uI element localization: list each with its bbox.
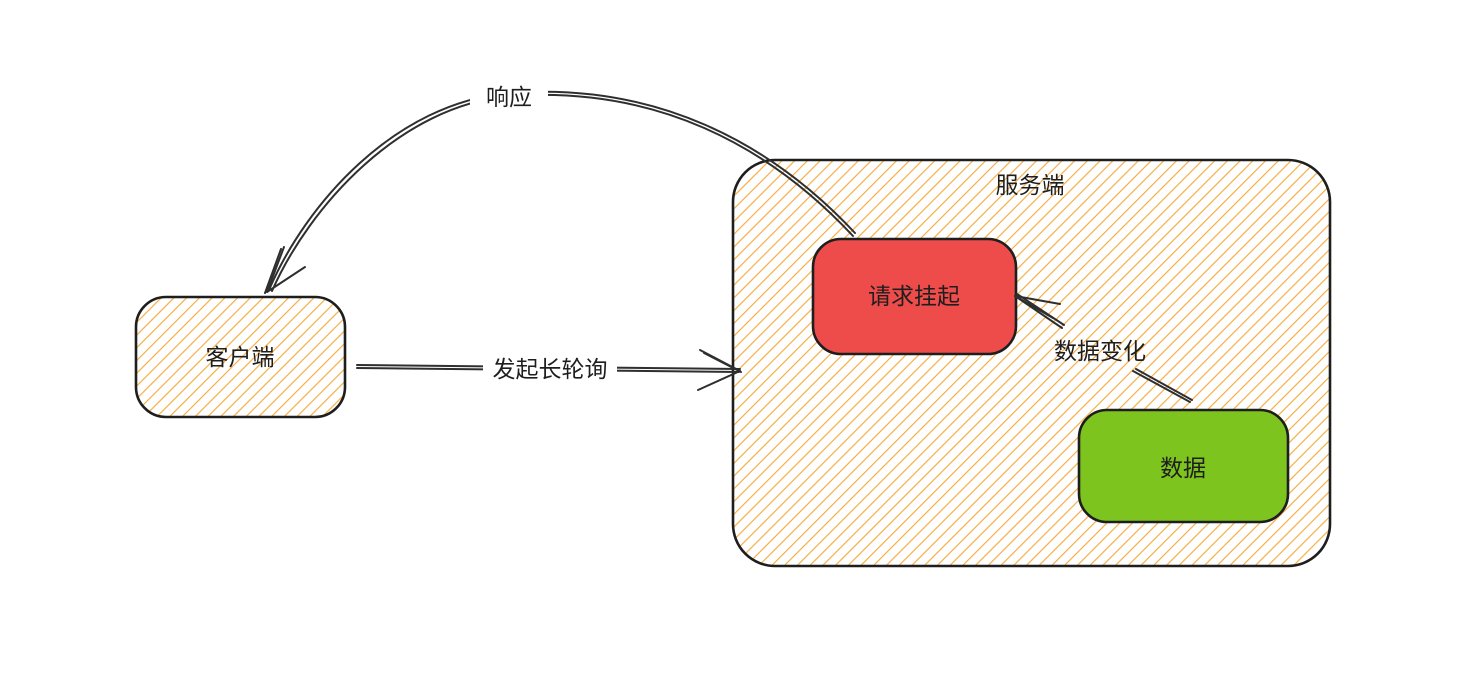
response-arrowhead-3 [266,266,306,293]
response-arrowhead-2 [264,248,282,294]
data-change-tail-2 [1135,368,1193,401]
client-node: 客户端 [134,295,347,419]
response-arrowhead [266,246,285,293]
data-change-shaft-2 [1016,293,1065,326]
data-box [1077,408,1290,524]
response-label-mask [470,78,548,116]
response-label: 响应 [486,84,532,110]
edge-labels: 响应 发起长轮询 数据变化 [470,78,1146,388]
request-pending-node: 请求挂起 [811,237,1018,356]
data-change-tail [1132,370,1191,403]
data-change-arrow [1014,293,1193,403]
long-poll-label-mask [483,348,617,388]
data-label: 数据 [1160,455,1206,481]
data-change-arrowhead-2 [1014,295,1054,319]
server-label: 服务端 [996,172,1065,198]
long-poll-arrowhead-2 [703,352,742,373]
long-poll-label: 发起长轮询 [493,356,608,382]
client-box [134,295,347,419]
long-poll-arrowhead-3 [697,370,741,391]
client-label: 客户端 [206,344,275,370]
data-change-label: 数据变化 [1054,338,1146,364]
data-node: 数据 [1077,408,1290,524]
data-change-arrowhead [1014,295,1061,305]
request-pending-label: 请求挂起 [868,283,960,309]
